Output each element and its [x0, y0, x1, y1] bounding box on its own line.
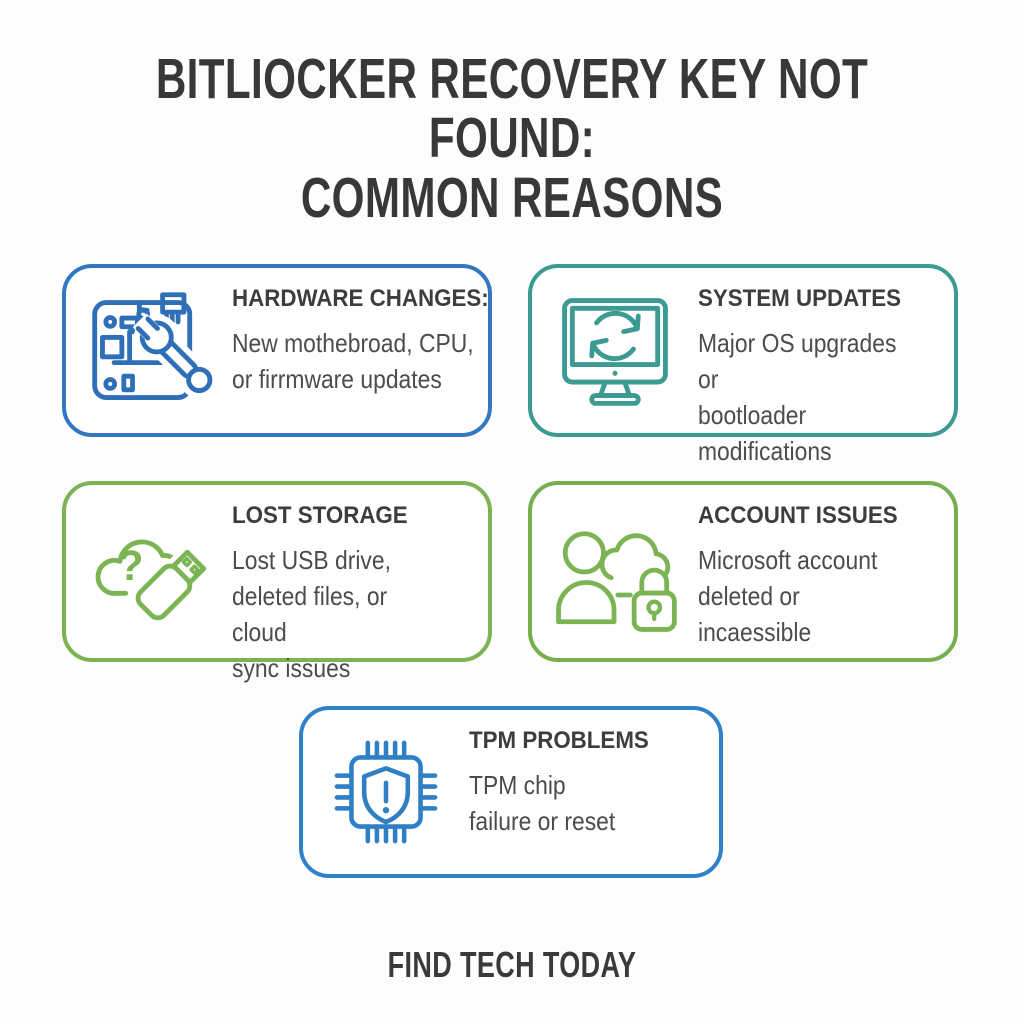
card-heading: SYSTEM UPDATES [698, 285, 901, 312]
card-body: Microsoft account deleted or incaessible [698, 545, 878, 647]
card-icon-column [532, 485, 698, 658]
card-body: New mothebroad, CPU, or firrmware update… [232, 328, 474, 394]
monitor-sync-icon [562, 297, 668, 406]
card-text-column: TPM PROBLEMS TPM chip failure or reset [469, 710, 719, 874]
chip-shield-alert-icon [334, 740, 438, 844]
card-text-column: ACCOUNT ISSUES Microsoft account deleted… [698, 485, 954, 658]
card-system-updates: SYSTEM UPDATES Major OS upgrades or boot… [528, 264, 958, 466]
card-body: TPM chip failure or reset [469, 770, 616, 836]
card-heading: TPM PROBLEMS [469, 727, 649, 754]
card-icon-column: ? [66, 485, 232, 658]
card-account-issues: ACCOUNT ISSUES Microsoft account deleted… [528, 481, 958, 662]
footer-brand: FIND TECH TODAY [387, 944, 637, 985]
page-title-line1: BITLIOCKER RECOVERY KEY NOT FOUND: [155, 47, 869, 171]
card-lost-storage: ? LOST STORAGE Lost USB drive, deleted f… [62, 481, 492, 683]
cloud-question-usb-icon: ? [95, 538, 211, 625]
page-title-line2: COMMON REASONS [300, 165, 724, 230]
motherboard-wrench-icon [92, 291, 213, 400]
card-body: Major OS upgrades or bootloader modifica… [698, 328, 897, 466]
card-heading: HARDWARE CHANGES: [232, 285, 489, 312]
page-title: BITLIOCKER RECOVERY KEY NOT FOUND: COMMO… [133, 47, 891, 230]
card-text-column: HARDWARE CHANGES: New mothebroad, CPU, o… [232, 268, 528, 433]
card-icon-column [303, 710, 469, 874]
card-heading: LOST STORAGE [232, 502, 408, 529]
card-text-column: SYSTEM UPDATES Major OS upgrades or boot… [698, 268, 954, 466]
card-hardware-changes: HARDWARE CHANGES: New mothebroad, CPU, o… [62, 264, 492, 437]
card-tpm-problems: TPM PROBLEMS TPM chip failure or reset [299, 706, 723, 878]
card-heading: ACCOUNT ISSUES [698, 502, 898, 529]
user-cloud-lock-icon [556, 530, 677, 632]
card-text-column: LOST STORAGE Lost USB drive, deleted fil… [232, 485, 488, 683]
card-icon-column [532, 268, 698, 433]
svg-text:?: ? [118, 541, 144, 589]
card-icon-column [66, 268, 232, 433]
card-body: Lost USB drive, deleted files, or cloud … [232, 545, 391, 683]
